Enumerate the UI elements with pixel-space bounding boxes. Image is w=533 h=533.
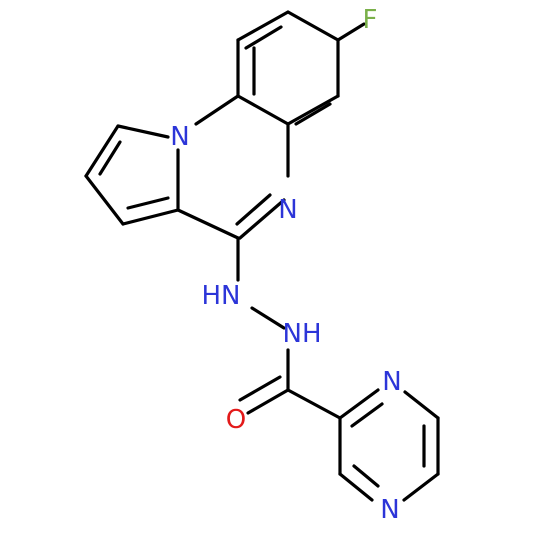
bond — [194, 94, 240, 126]
bond — [121, 208, 180, 226]
bond — [126, 196, 170, 210]
bond — [338, 388, 380, 420]
nitrogen-atom-label: N — [380, 495, 399, 525]
atom-label-layer: F N N HN NH O N N — [170, 5, 401, 525]
bond — [176, 208, 240, 240]
bond — [238, 375, 282, 402]
bond-layer — [84, 10, 440, 502]
bond — [116, 124, 170, 139]
bond — [98, 140, 122, 176]
bond — [338, 472, 374, 502]
nitrogen-atom-label: N — [278, 195, 297, 225]
bond — [236, 94, 290, 126]
bond — [350, 402, 384, 428]
bond — [246, 388, 290, 415]
bond — [403, 390, 440, 420]
bond — [286, 10, 340, 42]
fluorine-atom-label: F — [363, 5, 378, 35]
bond — [236, 10, 290, 42]
nh-atom-label: NH — [283, 319, 322, 349]
bond — [294, 102, 332, 126]
nitrogen-atom-label: N — [170, 122, 189, 152]
bond — [238, 198, 286, 240]
bond — [352, 464, 380, 488]
nitrogen-atom-label: N — [382, 367, 401, 397]
oxygen-atom-label: O — [226, 405, 246, 435]
bond — [84, 124, 120, 178]
bond — [402, 472, 440, 502]
bond — [250, 306, 286, 330]
bond — [235, 193, 272, 226]
bond — [286, 388, 342, 420]
bond — [84, 174, 125, 226]
hn-atom-label: HN — [202, 281, 241, 311]
bond — [244, 25, 283, 50]
bond — [336, 22, 366, 42]
bond — [286, 94, 340, 126]
